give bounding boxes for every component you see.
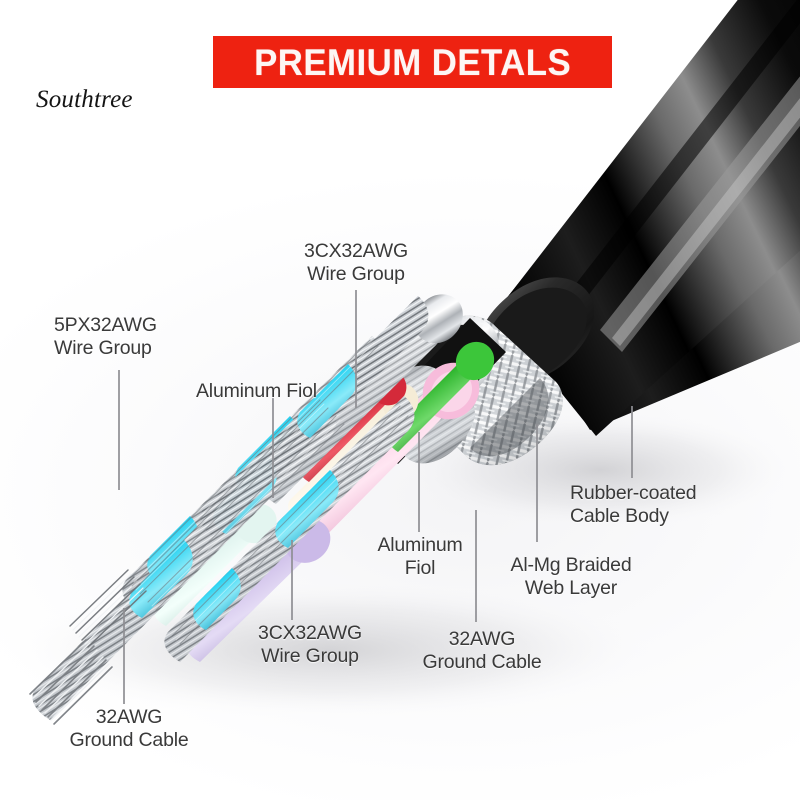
leader-line-5px-wire-group <box>118 370 120 490</box>
callout-aluminum-fiol-mid: Aluminum Fiol <box>377 534 463 579</box>
brand-logo-text: Southtree <box>36 86 133 113</box>
leader-line-aluminum-fiol-top <box>272 398 274 498</box>
banner-title: PREMIUM DETALS <box>253 41 572 83</box>
leader-line-rubber-coated-body <box>631 406 633 478</box>
frayed-strand-tips <box>29 569 147 725</box>
leader-line-aluminum-fiol-mid <box>418 432 420 532</box>
callout-aluminum-fiol-top: Aluminum Fiol <box>196 380 317 402</box>
leader-line-3cx-wire-group-top <box>355 290 357 408</box>
callout-ground-cable-left: 32AWG Ground Cable <box>69 706 189 751</box>
leader-line-almg-braided <box>536 424 538 542</box>
leader-line-ground-cable-mid <box>475 510 477 622</box>
leader-line-3cx-wire-group-bottom <box>291 540 293 620</box>
callout-3cx-wire-group-top: 3CX32AWG Wire Group <box>304 240 408 285</box>
premium-details-banner: PREMIUM DETALS <box>213 36 612 88</box>
green-inner-wire <box>388 341 495 452</box>
wire-bundle-d <box>200 296 429 538</box>
inner-core-assembly <box>362 318 506 464</box>
wire-bundle-a <box>122 336 383 612</box>
callout-rubber-coated-cable-body: Rubber-coated Cable Body <box>570 482 697 527</box>
leader-line-ground-cable-left <box>123 608 125 704</box>
callout-5px-wire-group: 5PX32AWG Wire Group <box>54 314 157 359</box>
cream-inner-wire <box>288 383 419 520</box>
callout-almg-braided-web-layer: Al-Mg Braided Web Layer <box>510 554 632 599</box>
callout-ground-cable-mid: 32AWG Ground Cable <box>422 628 542 673</box>
callout-3cx-wire-group-bottom: 3CX32AWG Wire Group <box>258 622 362 667</box>
mint-inner-wire <box>154 503 277 626</box>
